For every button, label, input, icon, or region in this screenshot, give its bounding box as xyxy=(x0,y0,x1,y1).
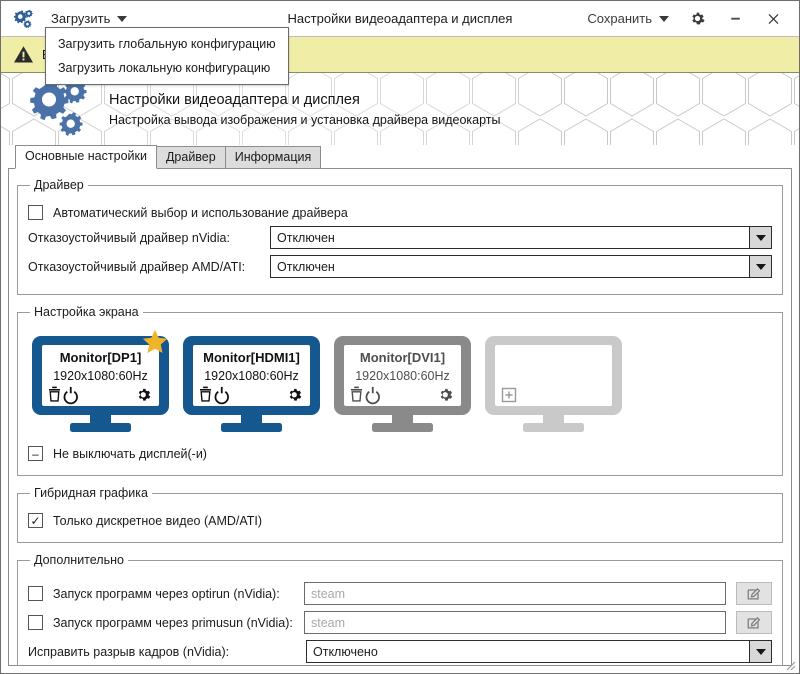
auto-driver-row: Автоматический выбор и использование дра… xyxy=(28,205,772,220)
resize-grip[interactable] xyxy=(782,657,796,671)
tearfix-label: Исправить разрыв кадров (nVidia): xyxy=(28,644,230,659)
gear-icon xyxy=(691,12,705,25)
primusun-row: Запуск программ через primusun (nVidia):… xyxy=(28,611,772,634)
trash-icon xyxy=(49,386,60,402)
optirun-input[interactable]: steam xyxy=(304,582,726,605)
auto-driver-checkbox[interactable] xyxy=(28,205,43,220)
tab-driver[interactable]: Драйвер xyxy=(155,146,226,168)
gear-icon xyxy=(138,388,151,401)
power-icon xyxy=(365,386,380,405)
page-subtitle: Настройка вывода изображения и установка… xyxy=(109,112,501,127)
save-menu-label: Сохранить xyxy=(587,11,652,26)
primusun-browse-button[interactable] xyxy=(736,611,772,634)
plus-box-icon xyxy=(501,387,517,403)
minimize-button[interactable] xyxy=(717,6,753,32)
nvidia-fallback-select[interactable]: Отключен xyxy=(270,226,772,249)
tearfix-select[interactable]: Отключено xyxy=(306,640,772,663)
minimize-icon xyxy=(730,17,740,20)
keep-displays-on-label: Не выключать дисплей(-и) xyxy=(53,446,207,461)
chevron-down-icon[interactable] xyxy=(749,641,771,662)
primary-star-icon xyxy=(141,329,169,356)
chevron-down-icon xyxy=(659,15,669,22)
banner-text-block: Настройки видеоадаптера и дисплея Настро… xyxy=(109,92,501,127)
monitor-card-dvi1[interactable]: Monitor[DVI1] 1920x1080:60Hz xyxy=(332,334,473,434)
pencil-square-icon xyxy=(747,587,761,600)
discrete-only-label: Только дискретное видео (AMD/ATI) xyxy=(53,513,263,528)
tearfix-value: Отключено xyxy=(313,644,378,659)
save-menu-button[interactable]: Сохранить xyxy=(579,6,677,32)
svg-text:Monitor[DP1]: Monitor[DP1] xyxy=(60,350,142,365)
primusun-input[interactable]: steam xyxy=(304,611,726,634)
chevron-down-icon[interactable] xyxy=(749,227,771,248)
svg-text:Monitor[HDMI1]: Monitor[HDMI1] xyxy=(203,350,300,365)
svg-text:Monitor[DVI1]: Monitor[DVI1] xyxy=(360,350,445,365)
amd-fallback-select[interactable]: Отключен xyxy=(270,255,772,278)
discrete-only-row: ✓ Только дискретное видео (AMD/ATI) xyxy=(28,513,772,528)
driver-group: Драйвер Автоматический выбор и использов… xyxy=(17,178,783,295)
chevron-down-icon[interactable] xyxy=(749,256,771,277)
banner-gears-icon xyxy=(23,80,93,138)
monitor-card-hdmi1[interactable]: Monitor[HDMI1] 1920x1080:60Hz xyxy=(181,334,322,434)
screen-group-legend: Настройка экрана xyxy=(34,305,139,319)
tab-main-settings[interactable]: Основные настройки xyxy=(15,145,157,169)
tab-strip: Основные настройки Драйвер Информация xyxy=(1,145,799,169)
additional-group: Дополнительно Запуск программ через opti… xyxy=(17,553,783,665)
trash-icon xyxy=(200,386,211,402)
svg-text:1920x1080:60Hz: 1920x1080:60Hz xyxy=(53,369,148,383)
close-button[interactable] xyxy=(755,6,791,32)
app-icon xyxy=(1,9,45,29)
hybrid-graphics-group: Гибридная графика ✓ Только дискретное ви… xyxy=(17,486,783,543)
monitor-card-add-new[interactable] xyxy=(483,334,624,434)
power-icon xyxy=(63,386,78,405)
gear-icon xyxy=(289,388,302,401)
primusun-checkbox[interactable] xyxy=(28,615,43,630)
optirun-checkbox[interactable] xyxy=(28,586,43,601)
optirun-browse-button[interactable] xyxy=(736,582,772,605)
load-dropdown-menu[interactable]: Загрузить глобальную конфигурацию Загруз… xyxy=(45,27,289,85)
load-menu-label: Загрузить xyxy=(51,11,111,26)
menu-item-load-global[interactable]: Загрузить глобальную конфигурацию xyxy=(58,37,276,51)
gear-icon xyxy=(440,388,453,401)
keep-displays-on-row: – Не выключать дисплей(-и) xyxy=(28,446,772,461)
hybrid-graphics-legend: Гибридная графика xyxy=(34,486,148,500)
amd-fallback-label: Отказоустойчивый драйвер AMD/ATI: xyxy=(28,259,246,274)
monitor-card-dp1[interactable]: Monitor[DP1] 1920x1080:60Hz xyxy=(30,329,171,434)
tab-content-main-settings: Драйвер Автоматический выбор и использов… xyxy=(8,168,792,666)
screen-group: Настройка экрана Monitor[DP1] xyxy=(17,305,783,476)
power-icon xyxy=(214,386,229,405)
trash-icon xyxy=(351,386,362,402)
additional-group-legend: Дополнительно xyxy=(34,553,124,567)
load-menu-button[interactable]: Загрузить xyxy=(45,9,133,28)
optirun-label: Запуск программ через optirun (nVidia): xyxy=(53,586,280,601)
tab-information[interactable]: Информация xyxy=(224,146,322,168)
nvidia-fallback-value: Отключен xyxy=(277,230,335,245)
nvidia-fallback-row: Отказоустойчивый драйвер nVidia: Отключе… xyxy=(28,226,772,249)
primusun-label: Запуск программ через primusun (nVidia): xyxy=(53,615,293,630)
auto-driver-label: Автоматический выбор и использование дра… xyxy=(53,205,348,220)
title-bar-controls: Сохранить xyxy=(579,6,799,32)
amd-fallback-row: Отказоустойчивый драйвер AMD/ATI: Отключ… xyxy=(28,255,772,278)
svg-text:1920x1080:60Hz: 1920x1080:60Hz xyxy=(204,369,299,383)
discrete-only-checkbox[interactable]: ✓ xyxy=(28,513,43,528)
settings-button[interactable] xyxy=(679,6,715,32)
chevron-down-icon xyxy=(117,15,128,22)
monitor-list: Monitor[DP1] 1920x1080:60Hz xyxy=(28,328,772,438)
menu-item-load-local[interactable]: Загрузить локальную конфигурацию xyxy=(58,61,271,75)
pencil-square-icon xyxy=(747,616,761,629)
driver-group-legend: Драйвер xyxy=(34,178,84,192)
svg-text:1920x1080:60Hz: 1920x1080:60Hz xyxy=(355,369,450,383)
optirun-row: Запуск программ через optirun (nVidia): … xyxy=(28,582,772,605)
page-title: Настройки видеоадаптера и дисплея xyxy=(109,91,360,108)
keep-displays-on-checkbox[interactable]: – xyxy=(28,446,43,461)
close-icon xyxy=(768,14,778,24)
nvidia-fallback-label: Отказоустойчивый драйвер nVidia: xyxy=(28,230,230,245)
tearfix-row: Исправить разрыв кадров (nVidia): Отключ… xyxy=(28,640,772,663)
amd-fallback-value: Отключен xyxy=(277,259,335,274)
warning-triangle-icon xyxy=(14,46,33,63)
